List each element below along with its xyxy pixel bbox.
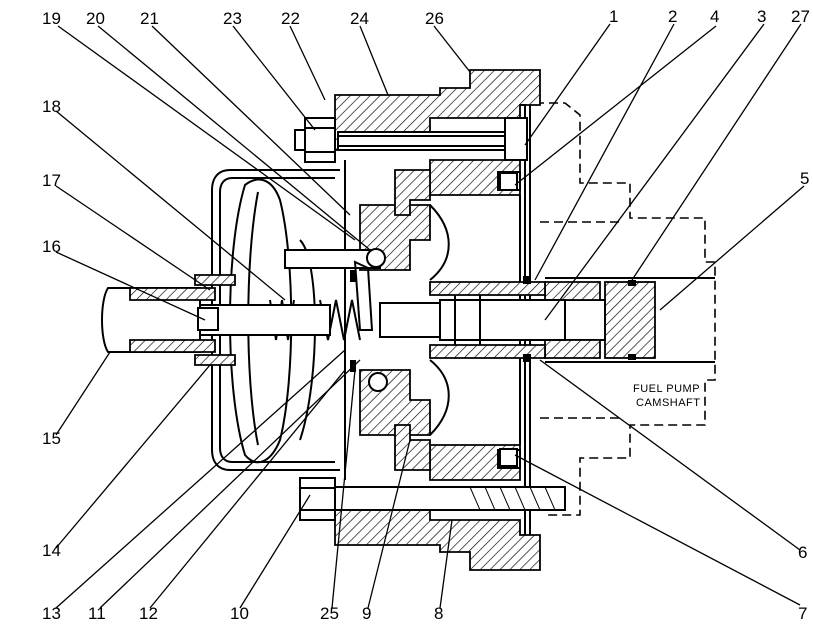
callout-24: 24 bbox=[350, 9, 369, 28]
callout-7: 7 bbox=[798, 604, 807, 623]
callout-14: 14 bbox=[42, 541, 61, 560]
callout-1: 1 bbox=[609, 7, 618, 26]
adjusting-tube bbox=[101, 274, 331, 366]
top-bolt bbox=[294, 117, 528, 163]
callout-20: 20 bbox=[86, 9, 105, 28]
callout-22: 22 bbox=[281, 9, 300, 28]
callout-4: 4 bbox=[710, 7, 719, 26]
seals bbox=[499, 172, 636, 467]
bottom-bolt bbox=[299, 477, 566, 521]
callout-21: 21 bbox=[140, 9, 159, 28]
callout-10: 10 bbox=[230, 604, 249, 623]
callout-23: 23 bbox=[223, 9, 242, 28]
callout-6: 6 bbox=[798, 543, 807, 562]
callout-19: 19 bbox=[42, 9, 61, 28]
callout-17: 17 bbox=[42, 171, 61, 190]
governor-shaft bbox=[379, 281, 566, 359]
callout-12: 12 bbox=[139, 604, 158, 623]
camshaft-end bbox=[544, 277, 715, 363]
leader-lines bbox=[55, 23, 805, 609]
callout-13: 13 bbox=[42, 604, 61, 623]
callout-3: 3 bbox=[757, 7, 766, 26]
callout-15: 15 bbox=[42, 429, 61, 448]
governor-lever bbox=[284, 248, 388, 392]
callout-labels: 19 20 21 23 22 24 26 1 2 4 3 27 18 5 17 … bbox=[42, 7, 810, 623]
note-line-1: FUEL PUMP bbox=[633, 383, 700, 395]
callout-11: 11 bbox=[88, 604, 106, 623]
callout-8: 8 bbox=[434, 604, 443, 623]
callout-16: 16 bbox=[42, 237, 61, 256]
callout-5: 5 bbox=[800, 169, 809, 188]
callout-25: 25 bbox=[320, 604, 339, 623]
callout-9: 9 bbox=[362, 604, 371, 623]
callout-27: 27 bbox=[791, 7, 810, 26]
callout-26: 26 bbox=[425, 9, 444, 28]
note-line-2: CAMSHAFT bbox=[636, 397, 701, 409]
fuel-pump-camshaft-note: FUEL PUMP CAMSHAFT bbox=[633, 383, 701, 409]
callout-2: 2 bbox=[668, 7, 677, 26]
callout-18: 18 bbox=[42, 97, 61, 116]
